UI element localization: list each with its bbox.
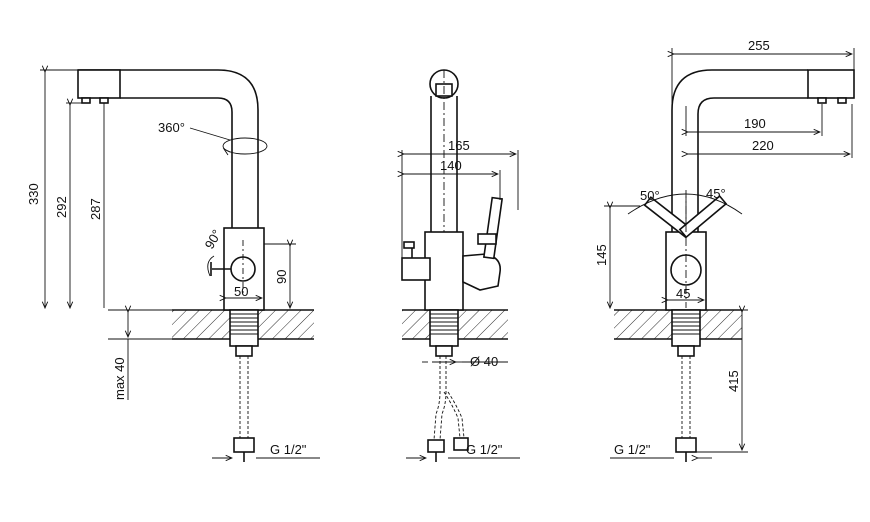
right-view: 50° 45° 255 19 xyxy=(594,38,855,462)
dim-190-label: 190 xyxy=(744,116,766,131)
dim-145-label: 145 xyxy=(594,244,609,266)
thread-callout-side: G 1/2" xyxy=(406,442,520,458)
max-thickness-label: max 40 xyxy=(112,357,127,400)
spout-front xyxy=(77,69,259,228)
dim-165-label: 165 xyxy=(448,138,470,153)
dim-415: 415 xyxy=(696,310,748,453)
side-view: 165 140 Ø 40 G 1/2" xyxy=(401,69,520,462)
dim-50: 50 xyxy=(226,284,262,299)
angle-right-label: 45° xyxy=(706,186,726,201)
dim-255-label: 255 xyxy=(748,38,770,53)
dim-220: 220 xyxy=(688,104,853,158)
dim-165: 165 xyxy=(402,138,519,260)
connection-label-right: G 1/2" xyxy=(614,442,651,457)
faucet-body-side xyxy=(401,196,504,311)
swivel-label: 360° xyxy=(158,120,185,135)
dim-220-label: 220 xyxy=(752,138,774,153)
hose-front xyxy=(233,356,255,462)
angle-left-label: 50° xyxy=(640,188,660,203)
diameter-label: Ø 40 xyxy=(470,354,498,369)
dim-50-label: 50 xyxy=(234,284,248,299)
dim-45: 45 xyxy=(668,286,704,301)
hoses-side xyxy=(427,356,469,462)
dim-287: 287 xyxy=(88,103,105,308)
dim-330: 330 xyxy=(26,70,78,308)
dim-292-label: 292 xyxy=(54,196,69,218)
dim-287-label: 287 xyxy=(88,198,103,220)
dim-90: 90 xyxy=(264,244,296,308)
dim-max40: max 40 xyxy=(112,312,128,400)
thread-callout-front: G 1/2" xyxy=(212,442,320,458)
dim-45-label: 45 xyxy=(676,286,690,301)
dim-145: 145 xyxy=(594,206,640,308)
thread-callout-right: G 1/2" xyxy=(610,442,712,458)
spout-side xyxy=(429,69,459,300)
angle-annotations: 50° 45° xyxy=(627,186,743,232)
dim-255: 255 xyxy=(672,38,855,110)
dim-140: 140 xyxy=(404,158,501,200)
dim-415-label: 415 xyxy=(726,370,741,392)
dim-190: 190 xyxy=(686,104,823,136)
connection-label-front: G 1/2" xyxy=(270,442,307,457)
front-view: 330 292 287 360° 90° 50 xyxy=(26,70,320,462)
lever-angle-label: 90° xyxy=(202,227,225,252)
hose-right xyxy=(675,356,697,462)
swivel-annotation: 360° xyxy=(158,120,268,156)
dim-292: 292 xyxy=(54,103,82,308)
mounting-shank-front xyxy=(229,309,259,357)
dim-diameter-40: Ø 40 xyxy=(422,354,508,369)
dim-90-label: 90 xyxy=(274,270,289,284)
connection-label-side: G 1/2" xyxy=(466,442,503,457)
dim-140-label: 140 xyxy=(440,158,462,173)
dim-330-label: 330 xyxy=(26,183,41,205)
mounting-shank-right xyxy=(671,309,701,357)
mounting-shank-side xyxy=(429,309,459,357)
